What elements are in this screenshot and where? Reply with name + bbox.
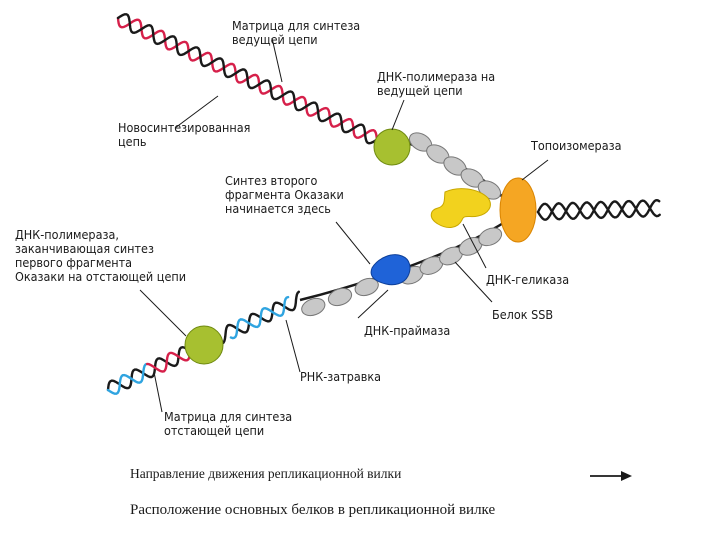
label-leading-template: Матрица для синтеза ведущей цепи (232, 18, 361, 47)
pointer-topoisomerase (521, 159, 549, 181)
label-polymerase-leading: ДНК-полимераза на ведущей цепи (377, 69, 496, 98)
parental-strand-a (536, 199, 661, 221)
leading-template-strand (116, 13, 379, 145)
pointer-leading-template (271, 37, 283, 83)
direction-text: Направление движения репликационной вилк… (130, 466, 402, 481)
label-rna-primer: РНК-затравка (300, 369, 382, 384)
pointer-new-strand (174, 95, 219, 129)
ssb-lower-right-5 (478, 227, 503, 247)
pointer-ssb (454, 261, 493, 303)
pointer-primase (357, 289, 389, 319)
polymerase-leading-shape (373, 128, 411, 166)
helicase-shape (430, 188, 491, 228)
label-ssb: Белок SSB (492, 307, 554, 322)
ssb-lower-left-3 (354, 277, 379, 297)
label-helicase: ДНК-геликаза (486, 272, 570, 287)
pointer-lagging-template (153, 371, 163, 413)
pointer-rna-primer (285, 319, 301, 373)
label-new-strand: Новосинтезированная цепь (118, 120, 251, 149)
caption: Расположение основных белков в репликаци… (130, 502, 496, 518)
rna-primer-segment (229, 295, 290, 340)
pointer-lines (139, 37, 549, 413)
pointer-polymerase-leading (391, 99, 405, 131)
ssb-lower-left-2 (327, 287, 353, 307)
primase-shape (370, 254, 411, 286)
topoisomerase-shape (499, 177, 537, 243)
pointer-polymerase-lagging (139, 289, 187, 337)
direction-arrow-head (621, 471, 632, 481)
pointer-helicase (462, 223, 487, 269)
first-fragment-primer (106, 363, 147, 395)
ssb-lower-left-1 (301, 297, 326, 317)
label-primase: ДНК-праймаза (364, 323, 451, 338)
parental-strand-b (536, 198, 661, 221)
label-polymerase-lagging: ДНК-полимераза, заканчивающая синтез пер… (15, 227, 187, 284)
pointer-second-okazaki (335, 221, 371, 265)
label-lagging-template: Матрица для синтеза отстающей цепи (164, 409, 293, 438)
label-topoisomerase: Топоизомераза (531, 138, 622, 153)
polymerase-lagging-shape (184, 325, 224, 365)
label-second-okazaki: Синтез второго фрагмента Оказаки начинае… (225, 173, 344, 216)
ssb-proteins (301, 132, 503, 317)
